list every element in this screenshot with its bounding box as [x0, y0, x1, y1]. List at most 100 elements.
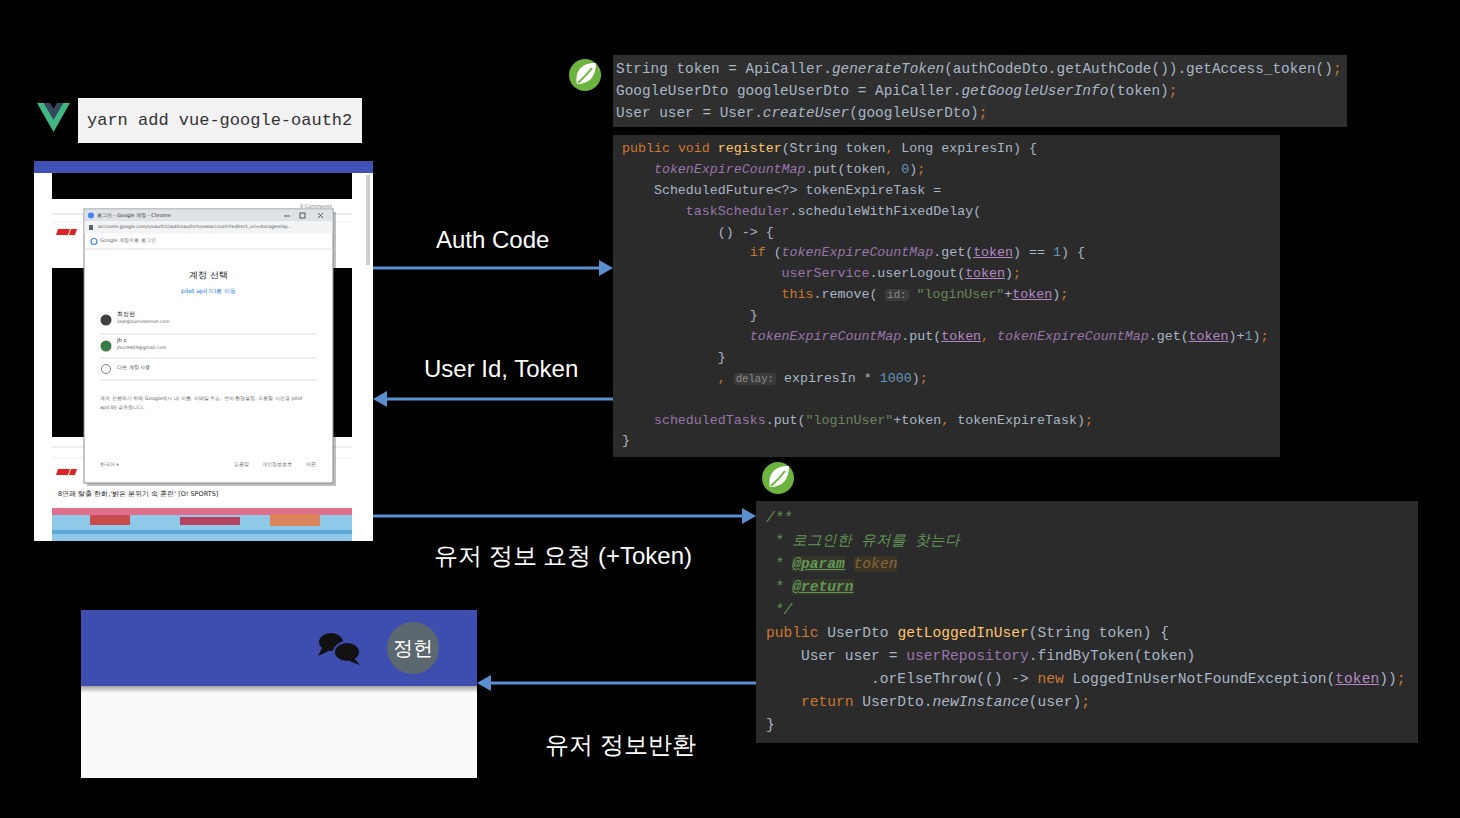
code-token: 인	[822, 533, 837, 549]
code-token: 그	[807, 533, 822, 549]
code-token: +	[893, 413, 901, 428]
code-line: */	[766, 599, 792, 622]
popup-text: Google 계정으로 로그인	[100, 237, 156, 244]
avatar-circle: 정헌	[387, 622, 439, 674]
code-line: String token = ApiCaller.generateToken(a…	[616, 58, 1342, 80]
code-token	[798, 183, 806, 198]
code-token: User	[720, 105, 755, 121]
code-token: (	[798, 413, 806, 428]
code-token: )	[1013, 141, 1021, 156]
code-token: =	[1037, 245, 1045, 260]
code-token: 를	[891, 533, 906, 549]
code-token	[1151, 625, 1160, 641]
code-token: ,	[885, 162, 893, 177]
connector	[373, 391, 613, 407]
connector-line	[373, 267, 601, 270]
code-token: (	[837, 162, 845, 177]
code-token: 다	[945, 533, 960, 549]
code-token: {	[1029, 141, 1037, 156]
code-token: User	[801, 648, 836, 664]
code-token: tokenExpireTask	[957, 413, 1077, 428]
code-token: 1	[1053, 245, 1061, 260]
avatar-initials: 정헌	[393, 635, 433, 662]
code-token: 0	[901, 162, 909, 177]
code-token: =	[889, 648, 898, 664]
code-token: .	[790, 204, 798, 219]
connector-line	[373, 515, 744, 518]
code-token	[710, 141, 718, 156]
code-token: orElseThrow	[880, 671, 976, 687]
code-token	[784, 533, 793, 549]
code-token	[622, 350, 718, 365]
code-token: (	[1181, 329, 1189, 344]
code-token: get	[941, 245, 965, 260]
arrowhead	[477, 675, 491, 691]
code-token: String	[1038, 625, 1091, 641]
code-token: )	[1013, 245, 1021, 260]
code-token: )	[994, 671, 1003, 687]
code-token: token	[1143, 648, 1187, 664]
screenshot-frame: 8연패 탈출 한화,'밝은 분위기 속 훈련' [O! SPORTS] 로그인 -…	[34, 161, 373, 541]
code-token: 찾	[915, 533, 930, 549]
code-line: if (tokenExpireCountMap.get(token) == 1)…	[622, 243, 1085, 264]
code-token: =	[858, 83, 867, 99]
code-token: authCodeDto	[953, 61, 1048, 77]
code-token	[838, 141, 846, 156]
code-line: public void register(String token, Long …	[622, 139, 1037, 160]
code-token: tokenExpireCountMap	[750, 329, 902, 344]
code-token: get	[1157, 329, 1181, 344]
code-token: (	[957, 266, 965, 281]
login-popup: 로그인 - Google 계정 - Chromeaccounts.google.…	[84, 209, 333, 483]
popup-text: 도움말	[234, 462, 249, 468]
code-token: (	[1152, 61, 1161, 77]
code-token	[737, 61, 746, 77]
code-token: *	[864, 371, 872, 386]
code-line: userService.userLogout(token);	[622, 264, 1021, 285]
code-token	[734, 225, 742, 240]
code-token: =	[933, 183, 941, 198]
code-token: )	[1324, 61, 1333, 77]
code-token: )	[1379, 671, 1388, 687]
code-token: googleUserDto	[858, 105, 970, 121]
code-token: scheduledTasks	[654, 413, 766, 428]
code-token	[933, 141, 941, 156]
code-token: (	[1029, 625, 1038, 641]
code-token: ;	[1060, 287, 1068, 302]
code-token: findByToken	[1038, 648, 1134, 664]
code-token: 유	[861, 533, 876, 549]
code-token	[854, 694, 863, 710]
code-token: )	[1388, 671, 1397, 687]
code-token: )	[912, 371, 920, 386]
code-token: user	[659, 105, 694, 121]
code-token: ;	[1169, 83, 1178, 99]
code-token: put	[814, 162, 838, 177]
code-token: )	[909, 162, 917, 177]
code-token: token	[676, 61, 719, 77]
code-token: )	[1077, 413, 1085, 428]
code-token: .	[901, 329, 909, 344]
code-panel: public void register(String token, Long …	[613, 135, 1280, 457]
code-token	[758, 225, 766, 240]
code-token: ;	[979, 105, 988, 121]
code-token: public	[622, 141, 670, 156]
code-line: scheduledTasks.put("loginUser"+token, to…	[622, 411, 1093, 432]
code-token	[784, 579, 793, 595]
code-token: 1000	[880, 371, 912, 386]
code-token: ;	[1081, 694, 1090, 710]
code-token: (	[985, 671, 994, 687]
code-token: =	[728, 61, 737, 77]
code-line: .orElseThrow(() -> new LoggedInUserNotFo…	[766, 668, 1405, 691]
vue-logo	[44, 103, 63, 120]
code-token: ApiCaller	[746, 61, 824, 77]
screenshot-text: 8연패 탈출 한화,'밝은 분위기 속 훈련' [O! SPORTS]	[58, 490, 218, 498]
code-token: *	[775, 556, 784, 572]
code-token: put	[909, 329, 933, 344]
spring-logo	[569, 59, 601, 91]
code-token	[622, 266, 782, 281]
code-token: void	[678, 141, 710, 156]
code-line: this.remove( id: "loginUser"+token);	[622, 285, 1068, 306]
edge-label: 유저 정보 요청 (+Token)	[434, 540, 692, 572]
code-token	[819, 625, 828, 641]
code-token: userService	[782, 266, 870, 281]
code-token: token	[1012, 287, 1052, 302]
